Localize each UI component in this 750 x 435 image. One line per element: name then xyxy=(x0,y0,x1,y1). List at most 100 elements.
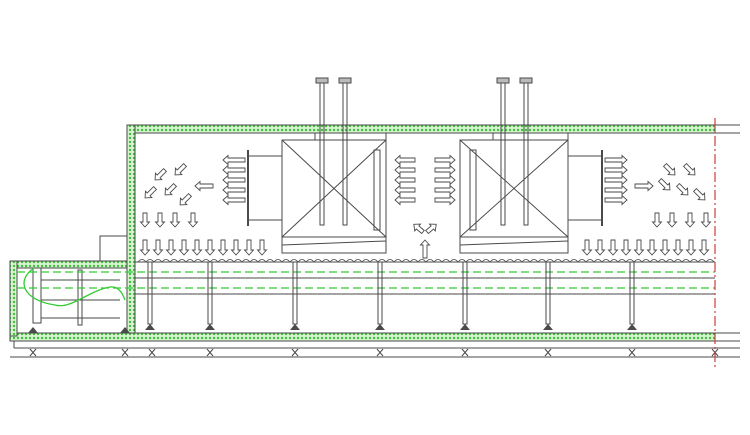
airflow-arrow xyxy=(634,180,654,192)
airflow-arrow xyxy=(179,192,193,206)
arrow-shape xyxy=(413,223,425,235)
product-wave xyxy=(609,259,619,263)
airflow-arrow xyxy=(152,239,164,256)
leg xyxy=(462,261,468,325)
product-wave xyxy=(273,259,283,263)
airflow-arrow xyxy=(222,174,246,186)
product-wave xyxy=(209,259,219,263)
airflow-arrow xyxy=(434,174,456,186)
product-wave xyxy=(681,259,691,263)
pipe-cap xyxy=(338,77,352,84)
product-wave xyxy=(377,259,387,263)
arrow-shape xyxy=(685,239,697,256)
product-wave xyxy=(361,259,371,263)
product-wave xyxy=(593,259,603,263)
leg-foot xyxy=(290,324,300,330)
product-wave xyxy=(513,259,523,263)
infeed-left-insulation xyxy=(9,260,18,337)
airflow-arrow xyxy=(633,239,645,256)
infeed-bracket xyxy=(99,235,127,261)
leg xyxy=(377,261,383,325)
airflow-arrow xyxy=(154,167,168,181)
product-wave xyxy=(569,259,579,263)
product-wave xyxy=(185,259,195,263)
arrow-shape xyxy=(604,154,628,166)
airflow-arrow xyxy=(243,239,255,256)
airflow-arrow xyxy=(394,154,416,166)
product-wave xyxy=(137,259,147,263)
airflow-arrow xyxy=(194,180,214,192)
arrow-shape xyxy=(434,154,456,166)
arrow-shape xyxy=(222,194,246,206)
foot-x xyxy=(206,348,214,357)
product-wave xyxy=(305,259,315,263)
arrow-shape xyxy=(179,192,193,206)
infeed-post xyxy=(77,269,83,326)
product-wave xyxy=(465,259,475,263)
airflow-arrow xyxy=(594,239,606,256)
arrow-shape xyxy=(604,184,628,196)
product-wave xyxy=(705,259,715,263)
product-wave xyxy=(169,259,179,263)
arrow-shape xyxy=(194,180,214,192)
airflow-arrow xyxy=(657,177,671,191)
product-wave xyxy=(425,259,435,263)
leg xyxy=(545,261,551,325)
arrow-shape xyxy=(425,223,437,235)
foot-x xyxy=(628,348,636,357)
airflow-arrow xyxy=(666,212,678,228)
product-wave xyxy=(449,259,459,263)
airflow-arrow xyxy=(425,223,437,235)
product-wave xyxy=(233,259,243,263)
fan-cross xyxy=(459,139,569,238)
product-wave xyxy=(673,259,683,263)
product-wave xyxy=(601,259,611,263)
product-wave xyxy=(417,259,427,263)
refrigerant-pipe xyxy=(500,81,506,226)
arrow-shape xyxy=(666,212,678,228)
infeed-belt-path xyxy=(23,267,126,307)
arrow-shape xyxy=(243,239,255,256)
leg xyxy=(147,261,153,325)
airflow-arrow xyxy=(217,239,229,256)
top-insulation-panel xyxy=(126,124,716,134)
product-wave xyxy=(633,259,643,263)
pipe-cap xyxy=(519,77,533,84)
fan-drip-tray xyxy=(281,236,387,254)
product-wave xyxy=(545,259,555,263)
product-wave xyxy=(193,259,203,263)
airflow-arrow xyxy=(684,212,696,228)
leg-foot xyxy=(145,324,155,330)
foot-x xyxy=(148,348,156,357)
airflow-arrow xyxy=(222,184,246,196)
fan-units xyxy=(247,77,603,254)
foot-x xyxy=(29,348,37,357)
fan-top-plate xyxy=(314,132,387,141)
airflow-arrow xyxy=(187,212,199,228)
leg-foot xyxy=(375,324,385,330)
product-wave xyxy=(401,259,411,263)
arrow-shape xyxy=(394,194,416,206)
product-wave xyxy=(249,259,259,263)
arrow-shape xyxy=(684,212,696,228)
fan-duct xyxy=(247,155,283,221)
infeed-post xyxy=(32,267,42,324)
pipe-cap xyxy=(315,77,329,84)
airflow-arrow xyxy=(692,187,706,201)
airflow-arrow xyxy=(204,239,216,256)
product-wave xyxy=(521,259,531,263)
product-wave xyxy=(241,259,251,263)
infeed-top-insulation xyxy=(9,260,128,269)
conveyor-belt xyxy=(17,259,715,295)
fan-top-plate xyxy=(492,132,569,141)
airflow-arrow xyxy=(604,154,628,166)
airflow-arrow xyxy=(659,239,671,256)
airflow-arrow xyxy=(139,212,151,228)
arrow-shape xyxy=(581,239,593,256)
airflow-arrow xyxy=(394,184,416,196)
product-wave xyxy=(649,259,659,263)
refrigerant-pipe xyxy=(319,81,325,226)
airflow-arrow xyxy=(144,185,158,199)
left-insulation-wall xyxy=(126,124,136,336)
